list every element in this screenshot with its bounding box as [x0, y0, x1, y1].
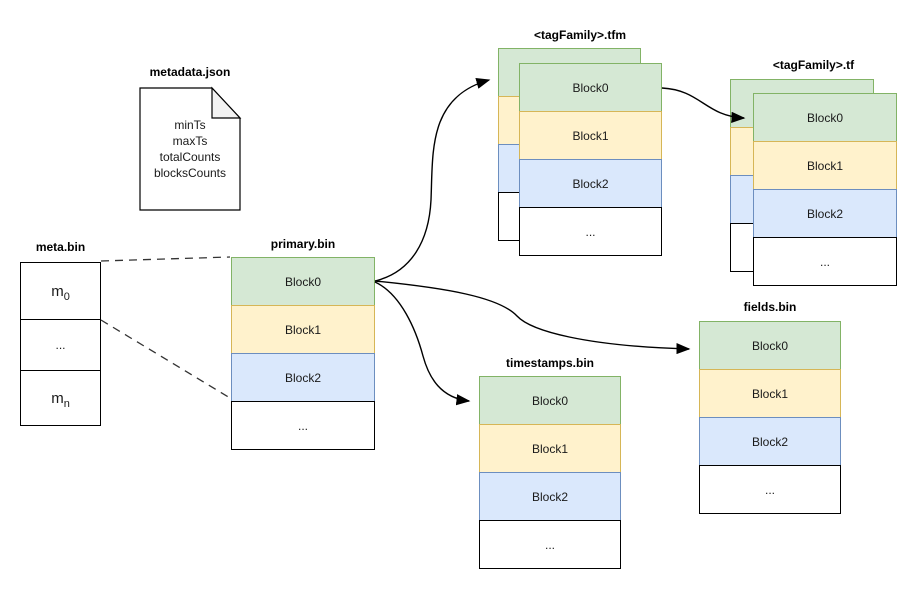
dashed-link-meta-to-primary-bottom [100, 319, 231, 399]
metadata-json-fields: minTs maxTs totalCounts blocksCounts [140, 117, 240, 181]
primary-bin-ellipsis-cell: ... [231, 401, 375, 450]
block-label: Block1 [531, 441, 569, 456]
meta-cell-m0-label: m [51, 282, 64, 300]
tfm-block1-cell: Block1 [519, 111, 662, 160]
meta-cell-ellipsis-label: ... [55, 338, 66, 352]
fields-block0-cell: Block0 [699, 321, 841, 370]
meta-bin-cell-ellipsis: ... [20, 319, 101, 371]
tf-block0-cell: Block0 [753, 93, 897, 142]
block-label: Block2 [806, 206, 844, 221]
tf-ellipsis-cell: ... [753, 237, 897, 286]
block-label: Block0 [284, 274, 322, 289]
tfm-block2-cell: Block2 [519, 159, 662, 208]
block-label: Block1 [572, 128, 609, 143]
tfm-ellipsis-cell: ... [519, 207, 662, 256]
primary-bin-title: primary.bin [270, 237, 336, 251]
block-label: Block2 [284, 370, 322, 385]
fields-block2-cell: Block2 [699, 417, 841, 466]
block-label: ... [544, 537, 555, 552]
tfm-block0-cell: Block0 [519, 63, 662, 112]
block-label: Block0 [806, 110, 844, 125]
primary-bin-block1-cell: Block1 [231, 305, 375, 354]
note-fold-corner [211, 86, 242, 119]
timestamps-block0-cell: Block0 [479, 376, 621, 425]
tf-block2-cell: Block2 [753, 189, 897, 238]
timestamps-bin-file: timestamps.bin Block0 Block1 Block2 ... [479, 356, 621, 569]
timestamps-block1-cell: Block1 [479, 424, 621, 473]
block-label: Block0 [531, 393, 569, 408]
block-label: Block2 [572, 176, 609, 191]
tag-family-tfm-title: <tagFamily>.tfm [533, 28, 627, 42]
metadata-field-mints: minTs [174, 118, 206, 132]
block-label: ... [297, 418, 308, 433]
tag-family-tfm-file-stack: <tagFamily>.tfm Block0 Block1 Block2 ... [498, 28, 662, 257]
arrow-primary-to-timestamps [374, 281, 471, 406]
tag-family-tf-file-stack: <tagFamily>.tf Block0 Block1 Block2 ... [730, 58, 897, 288]
tag-family-tf-front-card: Block0 Block1 Block2 ... [753, 93, 897, 286]
metadata-json-title: metadata.json [149, 65, 231, 79]
meta-bin-cell-mn: mn [20, 370, 101, 426]
primary-bin-block2-cell: Block2 [231, 353, 375, 402]
metadata-field-maxts: maxTs [172, 134, 208, 148]
block-label: Block0 [751, 338, 789, 353]
meta-bin-file: meta.bin m0 ... mn [20, 240, 101, 426]
tag-family-tf-title: <tagFamily>.tf [772, 58, 855, 72]
fields-ellipsis-cell: ... [699, 465, 841, 514]
meta-bin-cell-m0: m0 [20, 262, 101, 320]
primary-bin-file: primary.bin Block0 Block1 Block2 ... [231, 237, 375, 450]
timestamps-bin-title: timestamps.bin [505, 356, 595, 370]
timestamps-ellipsis-cell: ... [479, 520, 621, 569]
block-label: ... [764, 482, 775, 497]
block-label: ... [819, 254, 830, 269]
timestamps-block2-cell: Block2 [479, 472, 621, 521]
fields-bin-title: fields.bin [743, 300, 797, 314]
meta-cell-m0-subscript: 0 [63, 290, 70, 303]
tf-block1-cell: Block1 [753, 141, 897, 190]
metadata-field-totalcounts: totalCounts [159, 150, 221, 164]
metadata-field-blockscounts: blocksCounts [153, 166, 227, 180]
block-label: Block2 [531, 489, 569, 504]
tag-family-tfm-front-card: Block0 Block1 Block2 ... [519, 63, 662, 256]
meta-cell-mn-label: m [51, 389, 64, 407]
fields-block1-cell: Block1 [699, 369, 841, 418]
block-label: Block1 [284, 322, 322, 337]
meta-bin-title: meta.bin [35, 240, 86, 254]
block-label: Block0 [572, 80, 609, 95]
dashed-link-meta-to-primary-top [100, 256, 231, 262]
block-label: Block2 [751, 434, 789, 449]
primary-bin-block0-cell: Block0 [231, 257, 375, 306]
block-label: ... [585, 224, 596, 239]
block-label: Block1 [751, 386, 789, 401]
meta-cell-mn-subscript: n [63, 397, 70, 410]
fields-bin-file: fields.bin Block0 Block1 Block2 ... [699, 300, 841, 514]
block-label: Block1 [806, 158, 844, 173]
arrow-primary-to-fields [374, 280, 691, 355]
